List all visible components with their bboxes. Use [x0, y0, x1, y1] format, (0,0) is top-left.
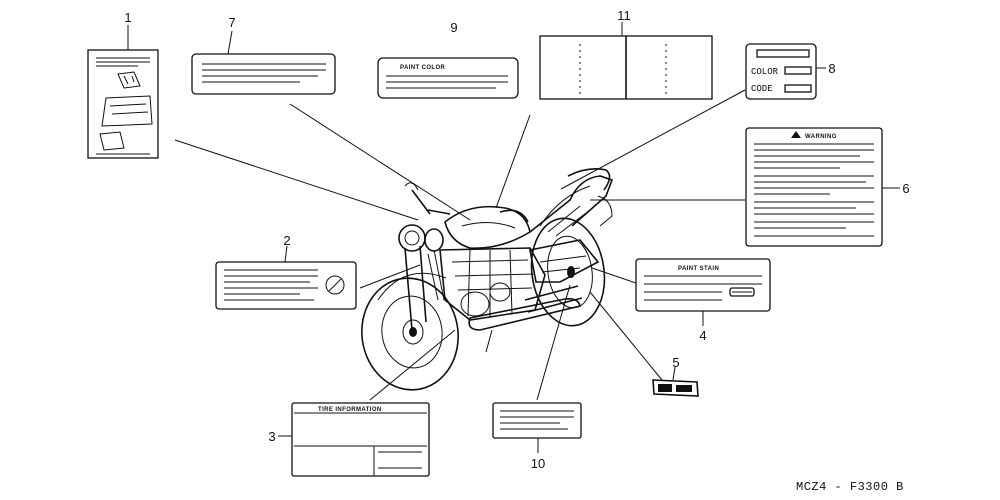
callout-11: 11: [617, 8, 631, 23]
callout-2: 2: [283, 233, 290, 248]
label-8-code-text: CODE: [751, 84, 773, 94]
label-3-title: TIRE INFORMATION: [318, 407, 382, 413]
leader-lines: [174, 89, 746, 401]
label-6-warning-text: WARNING: [805, 134, 837, 140]
callout-10: 10: [531, 456, 545, 471]
callout-6: 6: [902, 181, 909, 196]
callout-1: 1: [124, 10, 131, 25]
callout-5: 5: [672, 355, 679, 370]
callout-numbers: 1 2 3 4 5 6 7 8 9 10 11: [124, 8, 909, 471]
label-11: [539, 35, 713, 100]
label-6-text-lines: [754, 149, 874, 237]
label-9-title: PAINT COLOR: [400, 65, 446, 71]
label-8-color-text: COLOR: [751, 67, 779, 77]
label-6: WARNING: [745, 127, 883, 247]
callout-3: 3: [268, 429, 275, 444]
label-2-symbol-icon: [325, 275, 345, 295]
motorcycle-illustration: [361, 168, 614, 391]
label-8: COLOR CODE: [745, 43, 817, 100]
figure-code: MCZ4 - F3300 B: [796, 480, 904, 494]
label-9: PAINT COLOR: [377, 57, 519, 99]
label-10: [492, 402, 582, 439]
callout-leaders: [127, 22, 900, 453]
callout-4: 4: [699, 328, 706, 343]
callout-9: 9: [450, 20, 457, 35]
label-4-title: PAINT STAIN: [678, 266, 719, 272]
label-4: PAINT STAIN: [635, 258, 771, 312]
label-2: [215, 261, 357, 310]
warning-triangle-icon: [791, 131, 801, 138]
callout-8: 8: [828, 61, 835, 76]
label-1: [87, 49, 159, 159]
label-5: [652, 379, 699, 397]
callout-7: 7: [228, 15, 235, 30]
label-3: TIRE INFORMATION: [291, 402, 430, 477]
label-7: [191, 53, 336, 95]
